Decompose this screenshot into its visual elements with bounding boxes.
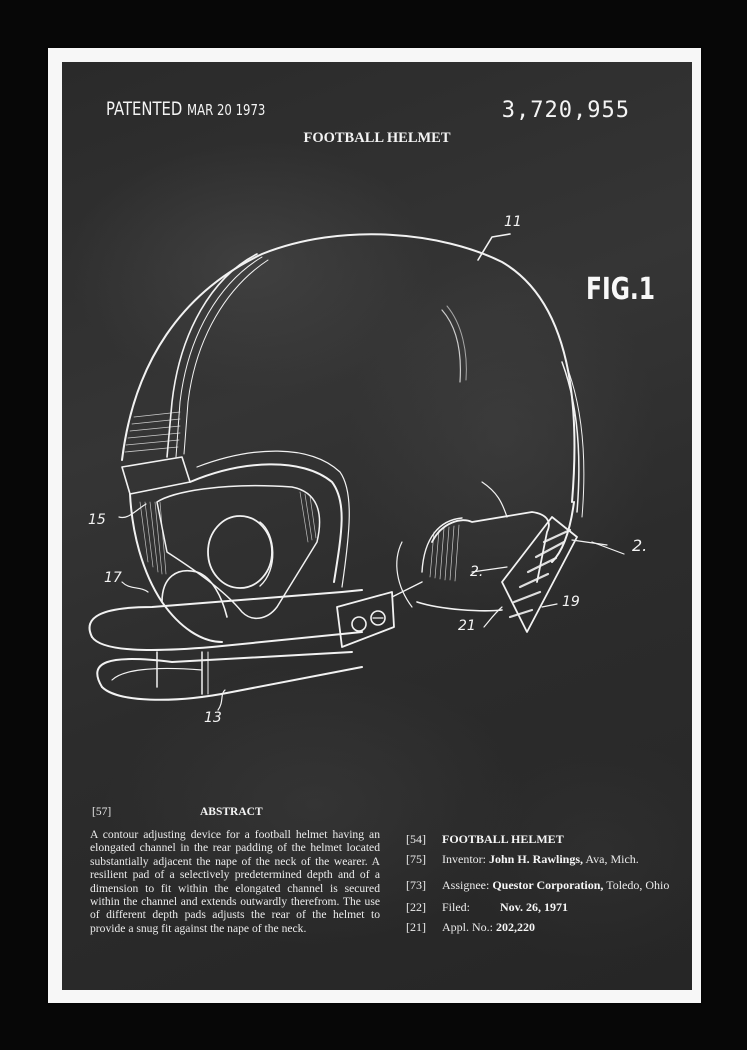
biblio-label: Inventor: [442,852,486,866]
biblio-code: [21] [406,920,426,934]
biblio-row-assignee: [73] Assignee: Questor Corporation, Tole… [406,878,669,893]
biblio-extra: Toledo, Ohio [603,878,670,892]
biblio-code: [54] [406,832,426,846]
football-helmet-drawing [88,233,625,711]
chalkboard-print: PATENTED MAR 20 1973 3,720,955 FOOTBALL … [62,62,692,990]
patented-word: PATENTED [106,98,183,120]
biblio-row-filed: [22] Filed: Nov. 26, 1971 [406,900,568,915]
patented-date: MAR 20 1973 [187,101,266,119]
abstract-title: ABSTRACT [200,806,263,818]
biblio-extra: Ava, Mich. [583,852,639,866]
biblio-label: Assignee: [442,878,490,892]
biblio-label: Appl. No.: [442,920,493,934]
patent-number: 3,720,955 [501,98,630,123]
biblio-code: [22] [406,900,426,914]
biblio-row-inventor: [75] Inventor: John H. Rawlings, Ava, Mi… [406,852,639,867]
ref-numeral-2-outer: 2. [632,536,648,555]
ref-numeral-19: 19 [562,594,580,610]
biblio-value: Nov. 26, 1971 [500,900,569,914]
biblio-value: 202,220 [496,920,535,934]
abstract-text: A contour adjusting device for a footbal… [90,828,380,935]
abstract-code: [57] [92,806,112,818]
patent-title: FOOTBALL HELMET [303,130,451,146]
biblio-title-value: FOOTBALL HELMET [442,832,564,846]
ref-numeral-21: 21 [458,618,476,634]
biblio-value: John H. Rawlings, [489,852,584,866]
abstract-section: [57] ABSTRACT A contour adjusting device… [90,806,380,935]
biblio-code: [73] [406,878,426,892]
biblio-code: [75] [406,852,426,866]
biblio-row-appl-no: [21] Appl. No.: 202,220 [406,920,535,935]
ref-numeral-17: 17 [104,570,122,586]
patented-date-stamp: PATENTED MAR 20 1973 [106,98,265,120]
biblio-label: Filed: [442,900,471,914]
biblio-row-title: [54] FOOTBALL HELMET [406,832,564,847]
biblio-value: Questor Corporation, [492,878,604,892]
ref-numeral-11: 11 [504,214,522,230]
figure-label: FIG.1 [586,272,656,307]
ref-numeral-2-inner: 2. [470,564,484,580]
ref-numeral-13: 13 [204,710,222,726]
ref-numeral-15: 15 [88,512,106,528]
